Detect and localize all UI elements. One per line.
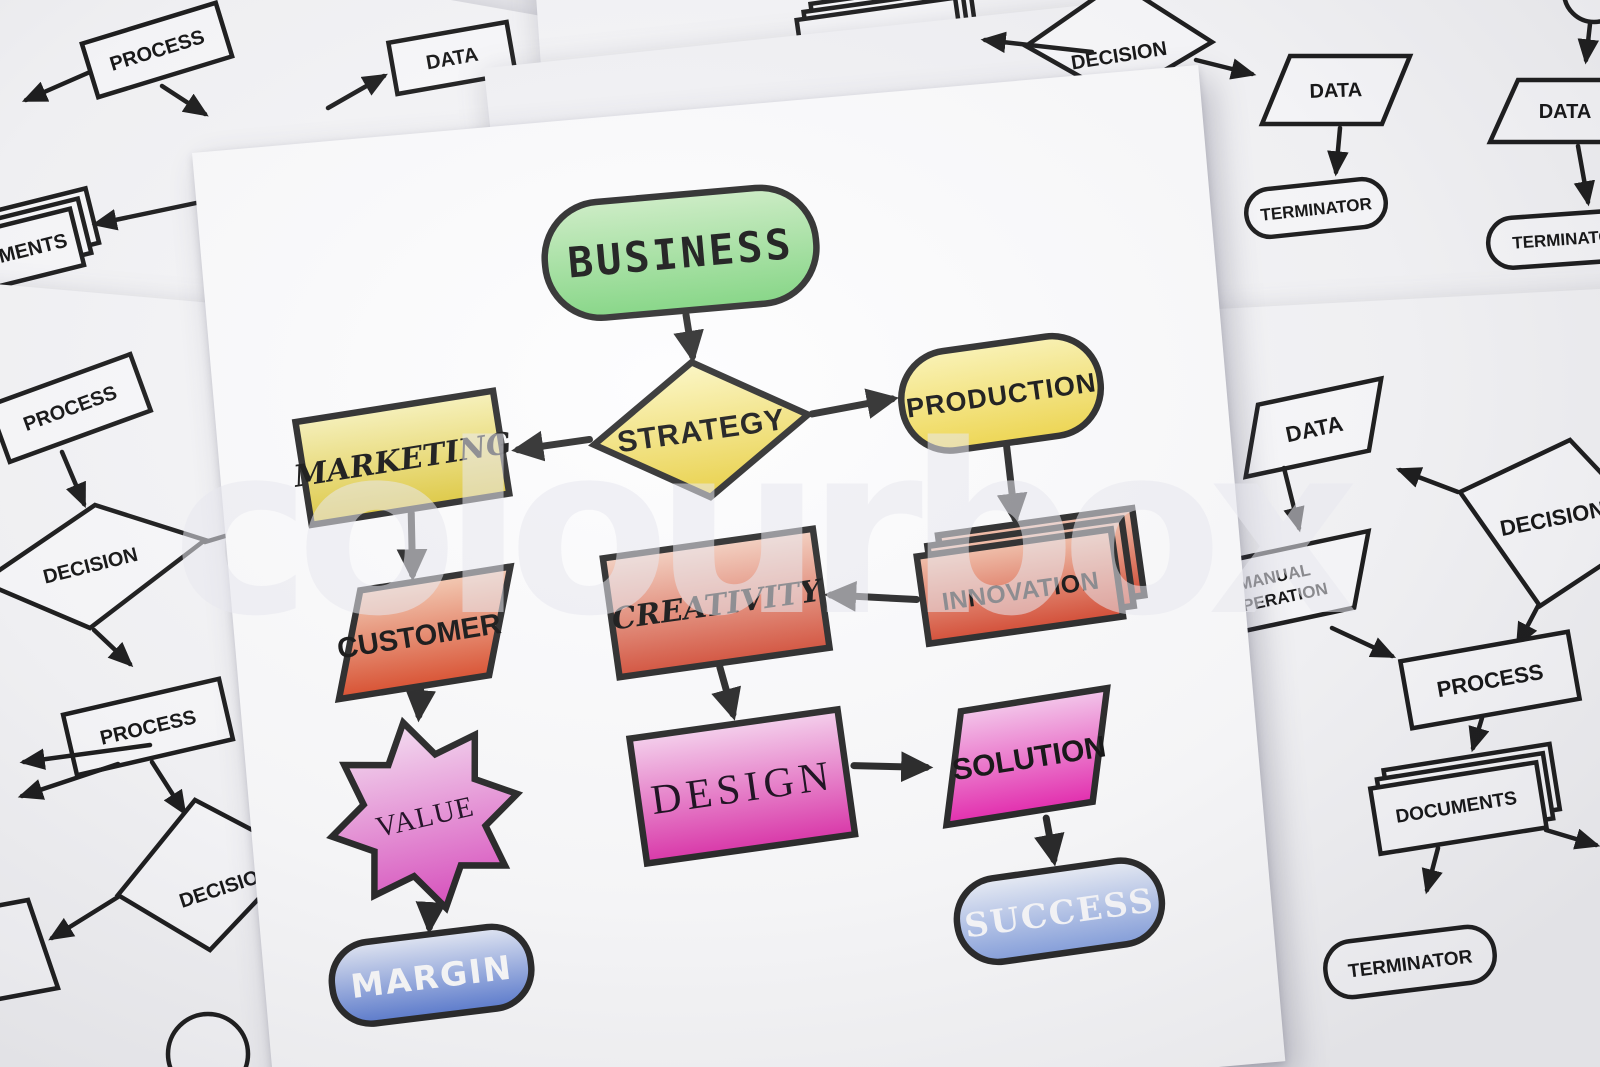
creativity-node: CREATIVITY: [599, 525, 834, 681]
margin-node: MARGIN: [328, 923, 535, 1027]
data-node: [1486, 77, 1600, 145]
flow-arrow: [1395, 467, 1461, 495]
process-node: PROCESS: [0, 351, 154, 465]
flow-arrow: [91, 627, 134, 668]
documents-node: DOCUMENTS: [0, 185, 102, 305]
flow-arrow: [149, 759, 187, 816]
bg-flowchart-left: PROCESS DECISION PROCESS DECISION: [0, 351, 304, 1067]
flow-arrow: [1329, 625, 1397, 659]
flow-arrow: [48, 894, 121, 941]
data-node: [1258, 53, 1414, 127]
process-node: PROCESS: [1397, 629, 1583, 731]
data-node: DATA: [1242, 375, 1385, 480]
business-node: BUSINESS: [541, 184, 820, 322]
arrow-strategy-production: [808, 388, 899, 419]
innovation-node: INNOVATION: [913, 504, 1149, 648]
flow-arrow: [1573, 143, 1595, 207]
flow-arrow: [1327, 125, 1349, 177]
solution-node: SOLUTION: [942, 684, 1111, 829]
decision-node: [0, 502, 210, 631]
flow-arrow: [1421, 845, 1443, 895]
flow-arrow: [1193, 57, 1257, 80]
flow-arrow: [980, 31, 1095, 55]
flow-arrow: [17, 761, 121, 800]
flow-arrow: [325, 73, 388, 111]
bg-flowchart-top-left: PROCESS DATA DOCUMENTS: [0, 0, 541, 305]
terminator-node: TERMINATOR: [1323, 924, 1497, 1000]
main-flowchart: BUSINESS STRATEGY MARKETING PRODUCTION C…: [291, 184, 1166, 1027]
data-node: [0, 897, 61, 1002]
terminator-node: TERMINATOR: [1244, 176, 1388, 240]
flow-arrow: [21, 69, 93, 103]
flow-arrow: [1281, 465, 1305, 533]
arrow-customer-value: [405, 686, 437, 723]
arrow-design-solution: [850, 751, 934, 783]
process-node: PROCESS: [79, 0, 235, 101]
arrow-business-strategy: [673, 311, 704, 364]
connector-node: [1562, 0, 1600, 25]
flow-arrow: [59, 449, 87, 509]
connector-node: [165, 1011, 251, 1067]
arrow-marketing-customer: [396, 509, 428, 582]
data-label: DATA: [1539, 101, 1592, 123]
design-node: DESIGN: [625, 705, 859, 868]
arrow-strategy-marketing: [511, 430, 593, 462]
flow-arrow: [1543, 827, 1600, 850]
arrow-creativity-design: [711, 663, 741, 721]
bg-flowchart-right: DATA MANUAL OPERATION DECISION PROCESS: [1174, 375, 1600, 1000]
flow-arrow: [1577, 21, 1600, 65]
documents-node: DOCUMENTS: [1367, 741, 1563, 857]
bg-flowchart-top-right: DECISION DATA TERMINATOR DATA TERMINATOR: [980, 0, 1600, 270]
success-node: SUCCESS: [953, 857, 1166, 966]
terminator-node: TERMINATOR: [1485, 207, 1600, 270]
flow-arrow: [1468, 715, 1490, 753]
arrow-production-innovation: [996, 443, 1028, 526]
customer-node: CUSTOMER: [334, 562, 515, 704]
strategy-node: STRATEGY: [588, 358, 815, 501]
flow-arrow: [159, 83, 209, 117]
arrow-innovation-creativity: [823, 580, 921, 612]
production-node: PRODUCTION: [898, 332, 1105, 454]
value-node: VALUE: [326, 716, 524, 914]
arrow-value-margin: [415, 901, 447, 935]
flow-arrow: [19, 742, 153, 770]
data-label: DATA: [1309, 79, 1362, 103]
arrow-solution-success: [1034, 814, 1065, 867]
data-node: DATA: [385, 19, 519, 97]
marketing-node: MARKETING: [291, 387, 514, 529]
main-paper: BUSINESS STRATEGY MARKETING PRODUCTION C…: [192, 64, 1286, 1067]
